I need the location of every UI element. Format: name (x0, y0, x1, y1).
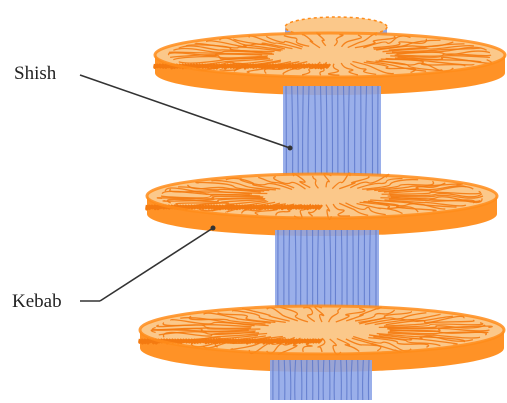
shish-column-lower-fibril (341, 230, 342, 316)
shish-column-bottom-fibril (284, 360, 285, 400)
back-layer (154, 17, 505, 192)
shish-column-lower-fibril (324, 230, 325, 316)
shish-column-bottom-fibril (301, 360, 302, 400)
shish-column-lower (275, 230, 379, 316)
shish-column-lower-fibril (289, 230, 290, 316)
shish-column-bottom-fibril (323, 360, 324, 400)
kebab-disc-top (154, 33, 505, 95)
kebab-leader-line (100, 228, 213, 301)
kebab-label: Kebab (12, 292, 62, 311)
shish-column-lower-fibril (370, 230, 371, 316)
mid-layer (146, 173, 497, 316)
front-layer (139, 306, 504, 400)
shish-label: Shish (14, 64, 56, 83)
kebab-leader-dot (211, 226, 216, 231)
shish-column-bottom-fibril (341, 360, 342, 400)
shish-column-lower-body (275, 230, 379, 316)
shish-column-bottom-fibril (368, 360, 369, 400)
shish-column-bottom (270, 360, 372, 400)
shish-column-lower-fibril (295, 230, 296, 316)
kebab-disc-middle (146, 173, 497, 236)
shish-leader-dot (288, 146, 293, 151)
